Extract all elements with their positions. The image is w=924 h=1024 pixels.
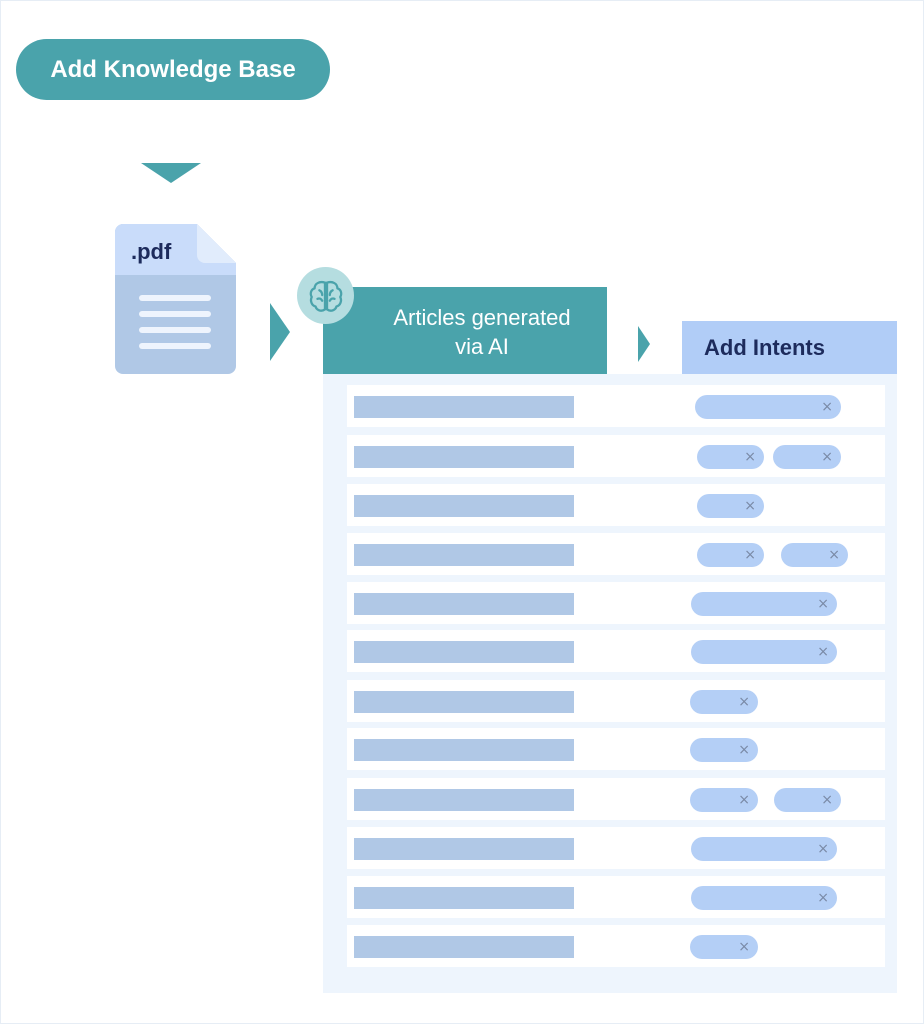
article-row: × (347, 582, 885, 624)
close-icon[interactable]: × (738, 742, 750, 758)
intent-chip[interactable]: × (774, 788, 841, 812)
intent-chip[interactable]: × (690, 935, 758, 959)
close-icon[interactable]: × (744, 547, 756, 563)
close-icon[interactable]: × (738, 792, 750, 808)
article-title-placeholder (354, 641, 574, 663)
article-row: ×× (347, 435, 885, 477)
article-title-placeholder (354, 396, 574, 418)
intent-chip[interactable]: × (690, 738, 758, 762)
intent-chip[interactable]: × (691, 640, 837, 664)
intent-chip[interactable]: × (697, 543, 764, 567)
article-row: × (347, 680, 885, 722)
close-icon[interactable]: × (821, 399, 833, 415)
close-icon[interactable]: × (744, 498, 756, 514)
article-title-placeholder (354, 691, 574, 713)
article-title-placeholder (354, 739, 574, 761)
intent-chip[interactable]: × (690, 690, 758, 714)
pdf-label: .pdf (131, 239, 172, 264)
add-knowledge-base-button[interactable]: Add Knowledge Base (16, 39, 330, 100)
article-title-placeholder (354, 495, 574, 517)
article-title-placeholder (354, 936, 574, 958)
article-row: × (347, 925, 885, 967)
arrow-right-icon (638, 326, 650, 362)
intent-chip[interactable]: × (691, 886, 837, 910)
close-icon[interactable]: × (828, 547, 840, 563)
article-row: ×× (347, 533, 885, 575)
close-icon[interactable]: × (817, 596, 829, 612)
article-title-placeholder (354, 446, 574, 468)
intent-chip[interactable]: × (691, 837, 837, 861)
article-title-placeholder (354, 838, 574, 860)
article-row: × (347, 630, 885, 672)
close-icon[interactable]: × (821, 449, 833, 465)
intent-chip[interactable]: × (781, 543, 848, 567)
intent-chip[interactable]: × (695, 395, 841, 419)
intent-chip[interactable]: × (697, 494, 764, 518)
article-title-placeholder (354, 593, 574, 615)
article-title-placeholder (354, 887, 574, 909)
article-row: × (347, 484, 885, 526)
close-icon[interactable]: × (821, 792, 833, 808)
article-title-placeholder (354, 544, 574, 566)
intent-chip[interactable]: × (691, 592, 837, 616)
article-row: ×× (347, 778, 885, 820)
arrow-right-icon (270, 303, 290, 361)
articles-generated-header: Articles generated via AI (323, 287, 607, 374)
article-title-placeholder (354, 789, 574, 811)
article-row: × (347, 876, 885, 918)
brain-icon (297, 267, 354, 324)
intent-chip[interactable]: × (773, 445, 841, 469)
close-icon[interactable]: × (817, 644, 829, 660)
article-row: × (347, 728, 885, 770)
add-intents-header: Add Intents (682, 321, 897, 374)
intent-chip[interactable]: × (697, 445, 764, 469)
article-row: × (347, 385, 885, 427)
close-icon[interactable]: × (817, 890, 829, 906)
close-icon[interactable]: × (738, 694, 750, 710)
close-icon[interactable]: × (817, 841, 829, 857)
pdf-document-icon (115, 224, 236, 374)
close-icon[interactable]: × (738, 939, 750, 955)
arrow-down-icon (141, 163, 201, 183)
close-icon[interactable]: × (744, 449, 756, 465)
article-row: × (347, 827, 885, 869)
intent-chip[interactable]: × (690, 788, 758, 812)
